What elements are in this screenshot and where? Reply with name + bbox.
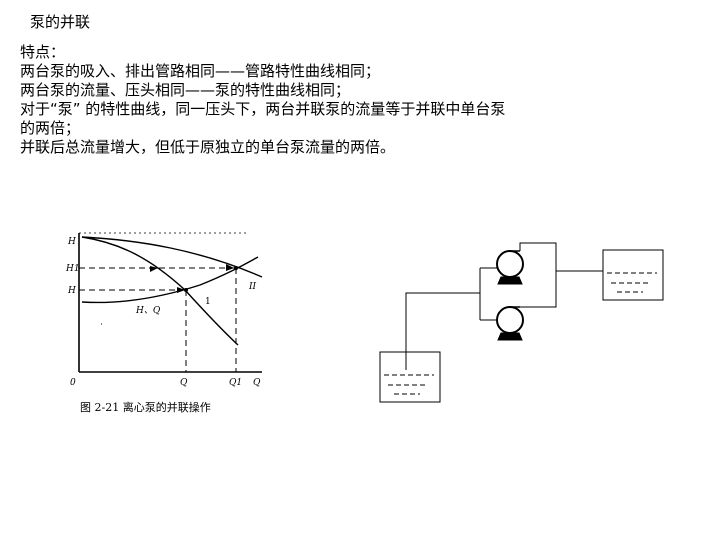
pump-lower — [496, 306, 524, 341]
label-q1: Q1 — [229, 378, 242, 388]
label-h1: H1 — [65, 264, 80, 274]
body-line-curve: 对于“泵” 的特性曲线，同一压头下，两台并联泵的流量等于并联中单台泵 — [20, 100, 506, 118]
suction-tank — [379, 351, 441, 403]
discharge-pipe-upper — [519, 242, 557, 271]
pump-lower-casing — [496, 306, 524, 334]
body-line-total: 并联后总流量增大，但低于原独立的单台泵流量的两倍。 — [20, 138, 396, 156]
pump-upper — [496, 250, 524, 285]
figure-caption: 图 2-21 离心泵的并联操作 — [80, 400, 211, 414]
label-h-top: H — [67, 237, 76, 247]
pump-lower-base — [497, 332, 523, 341]
label-origin: 0 — [70, 378, 76, 388]
body-line-curve-cont: 的两倍； — [20, 119, 81, 137]
pump-upper-casing — [496, 250, 524, 278]
operating-point-single — [184, 288, 188, 292]
slide-title: 泵的并联 — [30, 13, 91, 31]
discharge-tank — [602, 249, 664, 301]
pump-curve-labels: H H1 H 0 Q Q1 Q H、Q 1 II 图 2-21 离心泵的并联操作 — [65, 237, 261, 414]
body-line-pipe: 两台泵的吸入、排出管路相同——管路特性曲线相同； — [20, 62, 381, 80]
parallel-pump-curve — [81, 236, 263, 278]
operating-point-parallel — [234, 266, 238, 270]
body-line-features: 特点： — [20, 43, 66, 61]
label-h: H — [67, 286, 76, 296]
arrow-mark-1 — [150, 266, 158, 272]
suction-pipe — [405, 292, 480, 370]
discharge-pipe-lower — [520, 271, 557, 308]
body-line-flow: 两台泵的流量、压头相同——泵的特性曲线相同； — [20, 81, 351, 99]
label-q: Q — [180, 378, 188, 388]
pump-upper-base — [497, 276, 523, 285]
parallel-pump-schematic — [379, 242, 664, 403]
single-pump-curve — [81, 236, 239, 346]
label-curve-ii: II — [248, 282, 257, 292]
label-pipe-curve: H、Q — [135, 306, 161, 316]
pipe-characteristic-curve — [81, 256, 259, 304]
arrow-mark-3 — [177, 287, 185, 293]
pump-curve-figure — [78, 232, 263, 373]
label-point-1: 1 — [205, 297, 211, 307]
slide-body: 特点： 两台泵的吸入、排出管路相同——管路特性曲线相同； 两台泵的流量、压头相同… — [20, 43, 700, 157]
label-q-end: Q — [253, 378, 261, 388]
arrow-mark-2 — [226, 264, 234, 271]
